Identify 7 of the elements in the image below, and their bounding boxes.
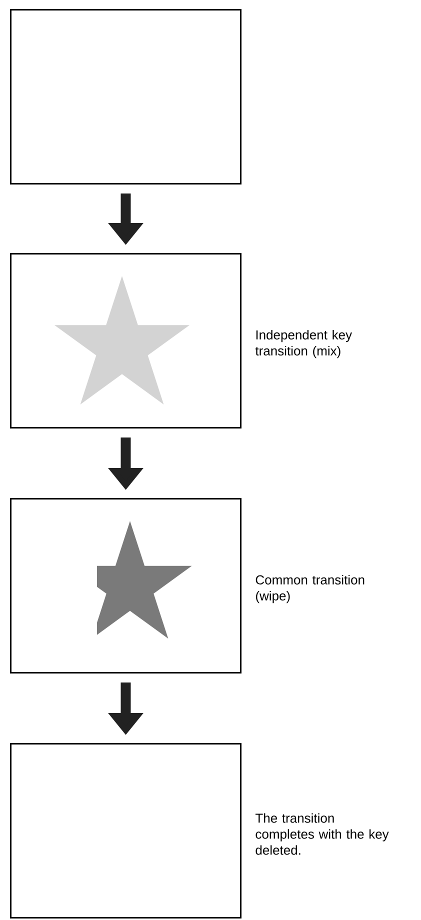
caption-text: Common transition (wipe): [256, 574, 364, 604]
frame-box: [10, 498, 242, 674]
frame-box: [10, 743, 242, 918]
frame-box: [10, 253, 242, 428]
frame-box: [10, 9, 242, 184]
caption-text: The transition completes with the key deleted.: [256, 813, 389, 855]
caption-text: Independent key transition (mix): [255, 330, 352, 358]
